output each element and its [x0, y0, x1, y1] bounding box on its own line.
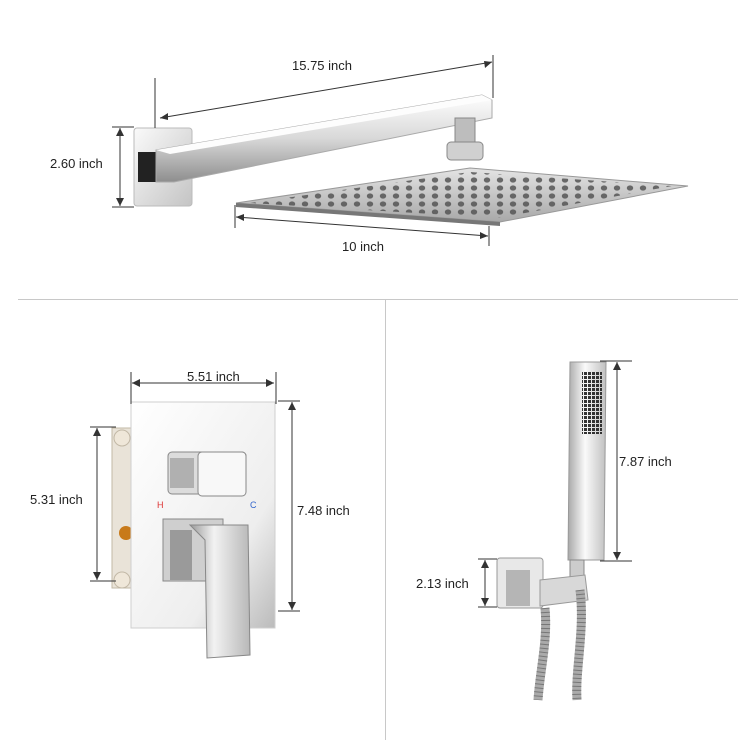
trim-plate — [130, 401, 276, 629]
horizontal-divider — [18, 299, 738, 300]
plate-width-label: 5.51 inch — [187, 369, 240, 384]
plate-height-label: 7.48 inch — [297, 503, 350, 518]
valve-drawing — [90, 372, 300, 659]
arm-length-label: 15.75 inch — [292, 58, 352, 73]
arm-connector — [454, 117, 476, 145]
hand-shower — [567, 361, 607, 561]
cold-indicator: C — [250, 500, 257, 510]
shower-hose — [533, 607, 551, 701]
holder-height-label: 2.13 inch — [416, 576, 469, 591]
mixer-lever — [188, 524, 251, 659]
box-height-label: 5.31 inch — [30, 492, 83, 507]
plate-height-label: 2.60 inch — [50, 156, 103, 171]
wall-holder — [496, 557, 544, 609]
head-width-label: 10 inch — [342, 239, 384, 254]
vertical-divider — [385, 300, 386, 740]
showerhead-drawing — [112, 55, 689, 246]
handle-length-label: 7.87 inch — [619, 454, 672, 469]
hot-indicator: H — [157, 500, 164, 510]
